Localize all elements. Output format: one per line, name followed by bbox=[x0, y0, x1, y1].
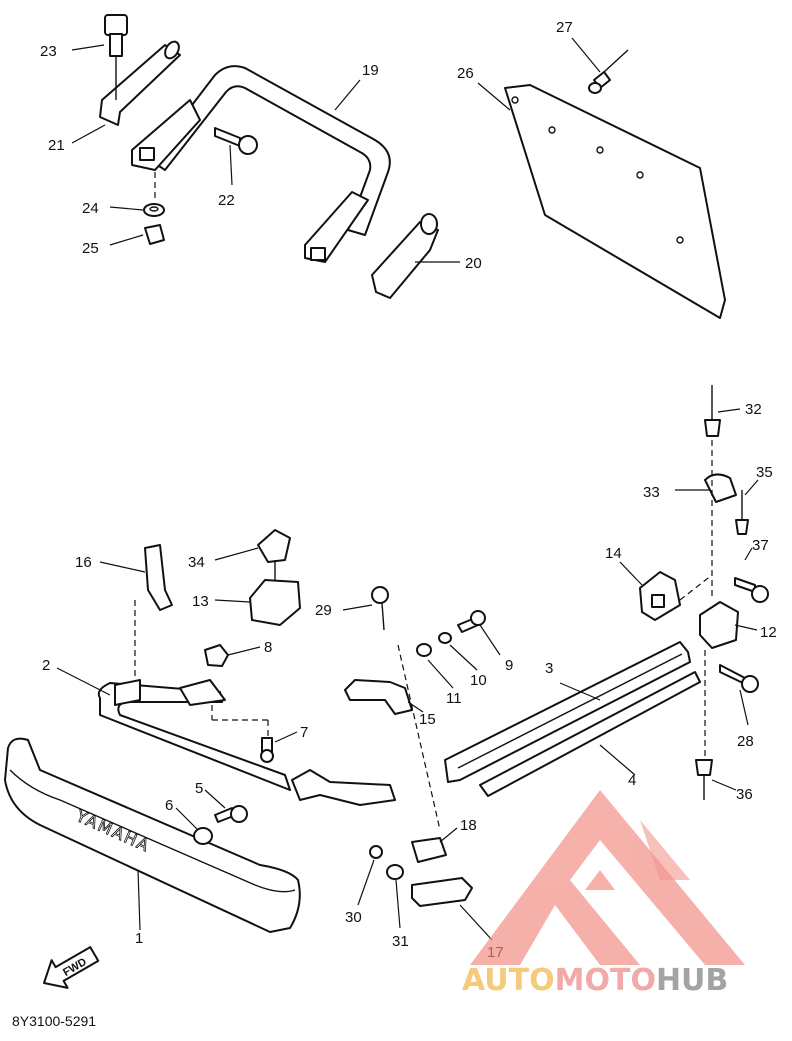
callout-9: 9 bbox=[505, 657, 513, 674]
callout-19: 19 bbox=[362, 62, 379, 79]
part-29-bolt bbox=[371, 586, 389, 604]
callout-5: 5 bbox=[195, 780, 203, 797]
callout-34: 34 bbox=[188, 554, 205, 571]
part-30-screw bbox=[369, 845, 383, 859]
part-12-holder bbox=[699, 601, 739, 649]
part-26-plate bbox=[504, 84, 726, 319]
callout-29: 29 bbox=[315, 602, 332, 619]
part-10-washer bbox=[438, 632, 452, 644]
callout-7: 7 bbox=[300, 724, 308, 741]
forward-direction-arrow: FWD bbox=[43, 946, 100, 989]
part-16-bracket bbox=[144, 544, 173, 611]
leader-lines bbox=[56, 37, 759, 941]
callout-12: 12 bbox=[760, 624, 777, 641]
callout-23: 23 bbox=[40, 43, 57, 60]
part-23-bolt-head bbox=[104, 14, 128, 36]
callout-33: 33 bbox=[643, 484, 660, 501]
callout-22: 22 bbox=[218, 192, 235, 209]
brand-hub: HUB bbox=[656, 963, 728, 998]
callout-20: 20 bbox=[465, 255, 482, 272]
rear-guard-assembly bbox=[99, 14, 726, 319]
part-6-nut bbox=[193, 827, 213, 845]
part-19-lower-end bbox=[304, 191, 369, 263]
part-17-cap bbox=[411, 877, 473, 907]
part-33-clip bbox=[704, 473, 737, 503]
watermark-triangle-logo bbox=[470, 790, 745, 965]
callout-18: 18 bbox=[460, 817, 477, 834]
svg-text:AUTOMOTOHUB: AUTOMOTOHUB bbox=[462, 963, 728, 998]
part-15-bracket bbox=[344, 679, 413, 715]
part-32-rivet bbox=[704, 419, 721, 437]
part-21-bracket bbox=[99, 44, 181, 126]
callout-37: 37 bbox=[752, 537, 769, 554]
part-25-nut bbox=[144, 224, 165, 245]
callout-11: 11 bbox=[446, 690, 462, 707]
callout-26: 26 bbox=[457, 65, 474, 82]
part-35-rivet bbox=[735, 519, 749, 535]
callout-6: 6 bbox=[165, 797, 173, 814]
trim-strips bbox=[444, 641, 701, 797]
callout-24: 24 bbox=[82, 200, 99, 217]
callout-16: 16 bbox=[75, 554, 92, 571]
callout-10: 10 bbox=[470, 672, 487, 689]
part-20-end-cap bbox=[371, 221, 439, 299]
brand-auto: AUTO bbox=[462, 963, 555, 998]
callout-1: 1 bbox=[135, 930, 143, 947]
part-13-bracket bbox=[249, 579, 301, 626]
part-24-washer bbox=[143, 203, 165, 217]
callout-13: 13 bbox=[192, 593, 209, 610]
callout-2: 2 bbox=[42, 657, 50, 674]
part-36-rivet bbox=[695, 759, 713, 776]
callout-30: 30 bbox=[345, 909, 362, 926]
callout-4: 4 bbox=[628, 772, 636, 789]
part-4-strip bbox=[479, 671, 701, 797]
callout-21: 21 bbox=[48, 137, 65, 154]
callout-25: 25 bbox=[82, 240, 99, 257]
part-11-washer bbox=[416, 643, 432, 657]
callout-14: 14 bbox=[605, 545, 622, 562]
brand-moto: MOTO bbox=[555, 963, 656, 998]
callout-28: 28 bbox=[737, 733, 754, 750]
part-28-bolt bbox=[719, 664, 746, 685]
front-bumper-assembly: YAMAHA bbox=[4, 529, 486, 933]
part-8-nut bbox=[204, 644, 229, 667]
callout-36: 36 bbox=[736, 786, 753, 803]
part-1-bumper bbox=[4, 737, 301, 933]
automotohub-watermark: AUTOMOTOHUB bbox=[462, 790, 745, 998]
part-22-bolt bbox=[214, 127, 241, 147]
part-34-rubber bbox=[257, 529, 291, 563]
callout-31: 31 bbox=[392, 933, 409, 950]
part-18-clip bbox=[411, 837, 447, 863]
callout-3: 3 bbox=[545, 660, 553, 677]
callout-35: 35 bbox=[756, 464, 773, 481]
callout-15: 15 bbox=[419, 711, 436, 728]
callout-8: 8 bbox=[264, 639, 272, 656]
side-bracket-assembly bbox=[639, 385, 769, 800]
callout-32: 32 bbox=[745, 401, 762, 418]
callout-27: 27 bbox=[556, 19, 573, 36]
diagram-code: 8Y3100-5291 bbox=[12, 1013, 96, 1029]
part-31-washer bbox=[386, 864, 404, 880]
